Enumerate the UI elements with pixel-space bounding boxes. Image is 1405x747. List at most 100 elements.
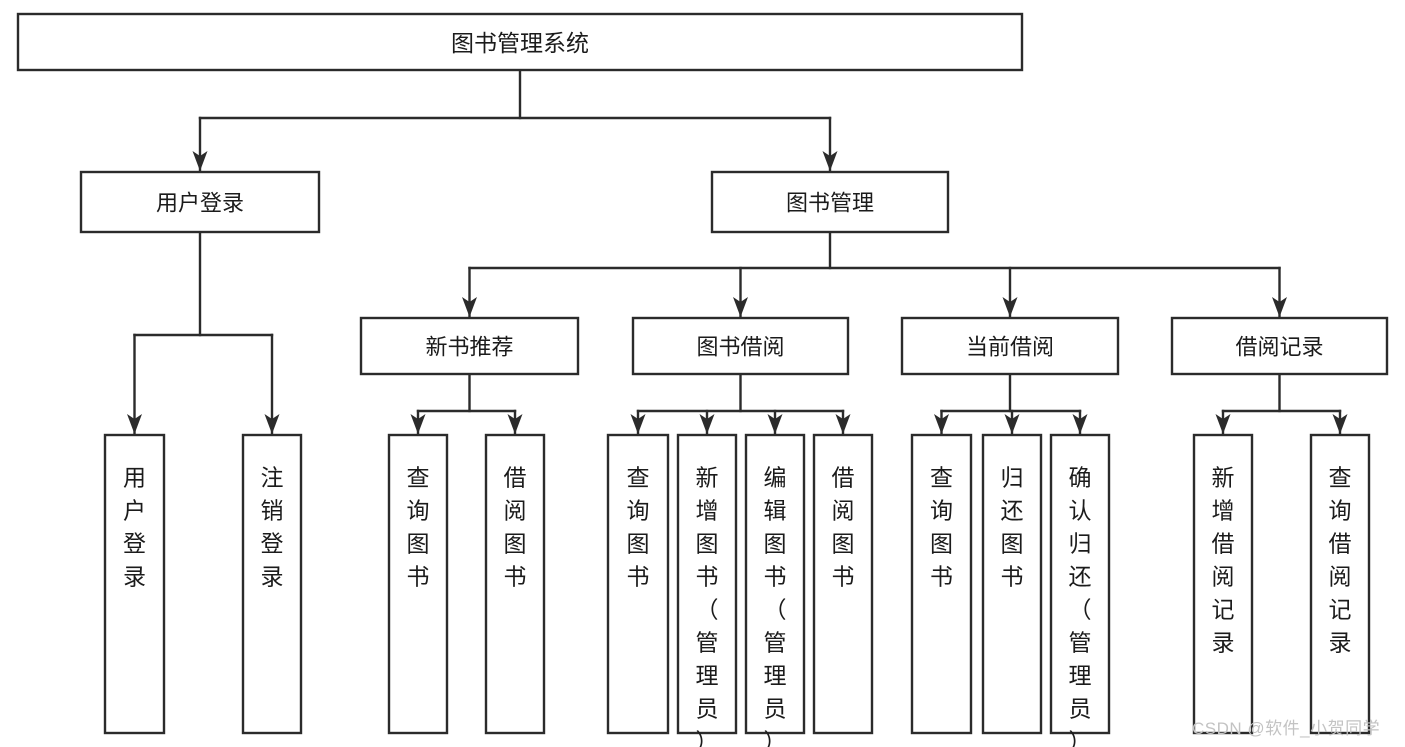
node-label-char: 借 (1329, 531, 1352, 557)
node-label-char: 图 (407, 531, 430, 557)
node-label-char: ） (1069, 729, 1092, 747)
node-label-char: 归 (1001, 465, 1024, 491)
node-label-char: 记 (1329, 597, 1352, 623)
node-box-book-manage (710, 170, 950, 234)
node-label-char: 查 (930, 465, 953, 491)
arrow-head-icon (934, 414, 949, 434)
arrow-head-icon (1072, 414, 1088, 434)
node-label-char: 书 (627, 564, 650, 590)
node-box-user-login (79, 170, 321, 234)
arrow-head-icon (699, 414, 715, 434)
node-label-char: 理 (764, 663, 787, 689)
node-label-char: 还 (1069, 564, 1092, 590)
node-label-char: 阅 (1212, 564, 1235, 590)
node-label-char: 认 (1069, 498, 1092, 524)
node-label-root: 图书管理系统 (451, 30, 589, 56)
node-label-char: 询 (1329, 498, 1352, 524)
arrow-head-icon (462, 297, 477, 317)
node-label-char: 查 (1329, 465, 1352, 491)
node-label-char: 查 (407, 465, 430, 491)
node-label-char: 借 (504, 465, 527, 491)
node-label-char: 录 (123, 564, 146, 590)
node-label-char: 登 (123, 531, 146, 557)
arrow-head-icon (507, 414, 523, 434)
node-label-char: 销 (261, 498, 284, 524)
node-root[interactable]: 图书管理系统 (16, 12, 1024, 72)
node-label-book-borrow: 图书借阅 (696, 335, 784, 360)
node-box-leaf-query-book-3 (910, 433, 973, 735)
connector-layer (127, 68, 1348, 436)
node-label-char: 询 (930, 498, 953, 524)
node-label-char: 借 (1212, 531, 1235, 557)
node-label-char: ） (764, 729, 787, 747)
node-label-borrow-record: 借阅记录 (1235, 335, 1323, 360)
node-label-char: 管 (1069, 630, 1092, 656)
node-label-char: 询 (407, 498, 430, 524)
node-label-char: 户 (123, 498, 146, 524)
node-user-login[interactable]: 用户登录 (79, 170, 321, 234)
arrow-head-icon (733, 297, 748, 317)
node-label-char: 图 (696, 531, 719, 557)
arrow-head-icon (1332, 414, 1348, 434)
node-label-char: 图 (1001, 531, 1024, 557)
node-label-char: 图 (832, 531, 855, 557)
node-box-leaf-add-record (1192, 433, 1254, 735)
node-label-char: 增 (696, 498, 719, 524)
node-layer: 图书管理系统用户登录图书管理新书推荐图书借阅当前借阅借阅记录用户登录注销登录查询… (16, 12, 1389, 747)
node-label-char: 借 (832, 465, 855, 491)
node-label-char: 图 (627, 531, 650, 557)
node-box-leaf-edit-book (744, 433, 806, 735)
node-label-char: 确 (1069, 465, 1092, 491)
node-label-char: 书 (504, 564, 527, 590)
node-label-char: 书 (764, 564, 787, 590)
node-label-char: 员 (764, 696, 787, 722)
node-book-borrow[interactable]: 图书借阅 (631, 316, 850, 376)
node-label-char: 理 (696, 663, 719, 689)
arrow-head-icon (1002, 297, 1018, 317)
arrow-head-icon (835, 414, 851, 434)
node-box-leaf-confirm-return (1049, 433, 1111, 735)
node-box-leaf-borrow-book-1 (484, 433, 546, 735)
node-label-char: 归 (1069, 531, 1092, 557)
node-label-char: 注 (261, 465, 284, 491)
node-label-char: 新 (696, 465, 719, 491)
node-label-char: （ (696, 597, 719, 623)
node-box-leaf-query-book-2 (606, 433, 670, 735)
node-new-book-recommend[interactable]: 新书推荐 (359, 316, 580, 376)
node-label-char: 询 (627, 498, 650, 524)
node-borrow-record[interactable]: 借阅记录 (1170, 316, 1389, 376)
node-label-char: ） (696, 729, 719, 747)
node-box-leaf-user-login (103, 433, 166, 735)
node-label-char: 图 (504, 531, 527, 557)
node-box-leaf-add-book (676, 433, 738, 735)
node-current-borrow[interactable]: 当前借阅 (900, 316, 1120, 376)
node-label-book-manage: 图书管理 (786, 191, 874, 216)
node-box-new-book-recommend (359, 316, 580, 376)
node-label-char: 录 (1329, 630, 1352, 656)
arrow-head-icon (822, 151, 838, 171)
node-book-manage[interactable]: 图书管理 (710, 170, 950, 234)
node-label-char: 查 (627, 465, 650, 491)
node-label-char: 书 (1001, 564, 1024, 590)
arrow-head-icon (1215, 414, 1231, 434)
node-label-char: 阅 (832, 498, 855, 524)
node-leaf-user-login[interactable]: 用户登录 (103, 433, 166, 735)
node-label-char: 管 (764, 630, 787, 656)
arrow-head-icon (192, 151, 208, 171)
node-label-char: 阅 (504, 498, 527, 524)
node-label-char: 书 (832, 564, 855, 590)
arrow-head-icon (1272, 297, 1287, 317)
